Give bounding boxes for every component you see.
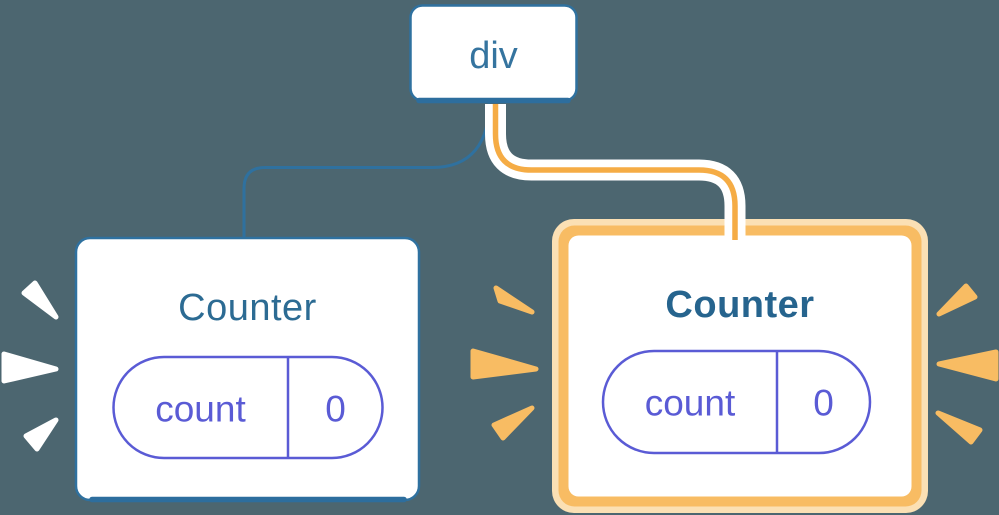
edge-div-to-left-counter — [242, 103, 491, 239]
edge-core — [492, 104, 738, 240]
burst-ray-icon — [491, 405, 535, 441]
burst-ray-icon — [470, 348, 539, 380]
right-counter-burst-right — [935, 283, 999, 445]
burst-ray-icon — [21, 280, 59, 320]
state-pill-outline — [601, 349, 872, 455]
left-counter-card: Counter count 0 — [74, 236, 421, 503]
edge-div-to-right-counter — [485, 104, 746, 240]
right-counter-state-pill: count 0 — [601, 349, 872, 455]
right-counter-title: Counter — [665, 284, 814, 326]
state-value-label: 0 — [813, 383, 834, 424]
state-key-label: count — [155, 389, 246, 430]
right-counter-card: Counter count 0 — [552, 219, 928, 513]
burst-ray-icon — [1, 351, 59, 384]
burst-ray-icon — [936, 283, 978, 317]
right-counter-burst-left — [470, 285, 539, 441]
burst-ray-icon — [493, 285, 535, 315]
state-key-label: count — [645, 383, 736, 424]
root-node-div: div — [409, 4, 578, 104]
state-pill-outline — [112, 355, 384, 460]
state-value-label: 0 — [325, 389, 346, 430]
burst-ray-icon — [935, 410, 983, 445]
burst-ray-icon — [936, 349, 999, 382]
burst-ray-icon — [23, 417, 59, 452]
root-node-label: div — [469, 35, 518, 77]
left-counter-title: Counter — [178, 287, 317, 329]
left-counter-burst — [1, 280, 59, 452]
left-counter-state-pill: count 0 — [112, 355, 384, 460]
